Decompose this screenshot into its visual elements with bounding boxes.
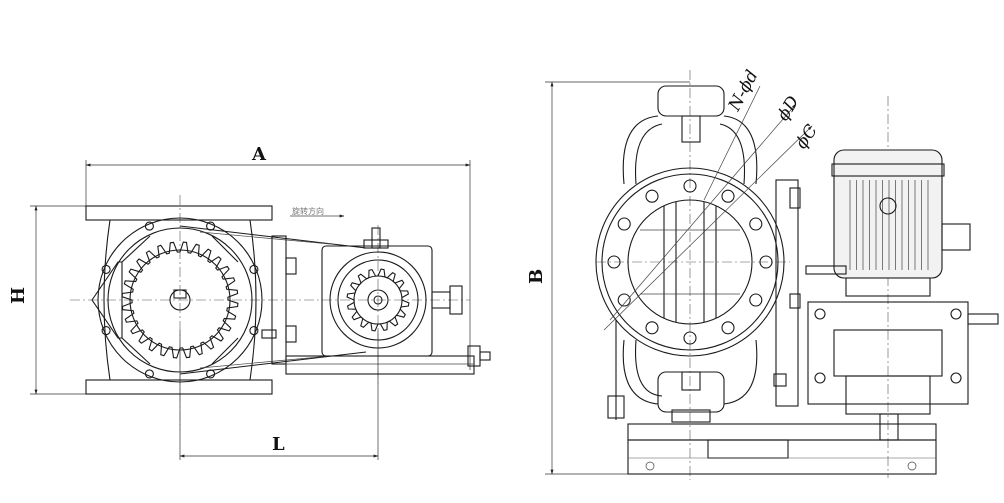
bolt-hole xyxy=(144,221,154,231)
dimension-a: A xyxy=(85,144,471,370)
bolt-hole xyxy=(607,255,621,269)
rotation-direction-note: 旋转方向 xyxy=(292,206,324,216)
bolt-hole xyxy=(721,189,735,203)
front-view: A H L xyxy=(8,144,491,460)
bolt-hole xyxy=(683,179,697,193)
bolt-hole xyxy=(645,189,659,203)
bolt-hole xyxy=(101,264,111,274)
base-plate xyxy=(627,423,937,475)
valve-body-side: N-ϕd ϕD ϕC xyxy=(595,67,822,423)
dimension-l-label: L xyxy=(272,434,285,455)
phi-c-label: ϕC xyxy=(792,121,822,153)
bolt-hole xyxy=(144,369,154,379)
bolt-hole xyxy=(101,326,111,336)
bolt-hole xyxy=(749,293,763,307)
bolt-hole xyxy=(249,326,259,336)
gear-reducer xyxy=(807,301,999,441)
dimension-h: H xyxy=(8,205,90,395)
dimension-b-label: B xyxy=(526,269,547,284)
bolt-hole xyxy=(749,217,763,231)
dimension-l: L xyxy=(179,330,379,460)
side-view: B xyxy=(526,67,999,480)
n-phi-d-label: N-ϕd xyxy=(724,67,762,115)
bolt-hole xyxy=(617,217,631,231)
drive-sprocket-housing xyxy=(285,227,491,375)
bolt-hole xyxy=(645,321,659,335)
phi-d-label: ϕD xyxy=(773,92,804,124)
bolt-hole xyxy=(759,255,773,269)
dimension-b: B xyxy=(526,81,690,475)
bolt-hole xyxy=(617,293,631,307)
bolt-hole xyxy=(249,264,259,274)
chain-drive: 旋转方向 xyxy=(179,206,367,375)
motor xyxy=(805,149,971,297)
bolt-hole xyxy=(721,321,735,335)
dimension-a-label: A xyxy=(251,144,267,165)
bolt-hole xyxy=(683,331,697,345)
dimension-h-label: H xyxy=(8,287,29,304)
valve-body-left xyxy=(85,205,273,395)
